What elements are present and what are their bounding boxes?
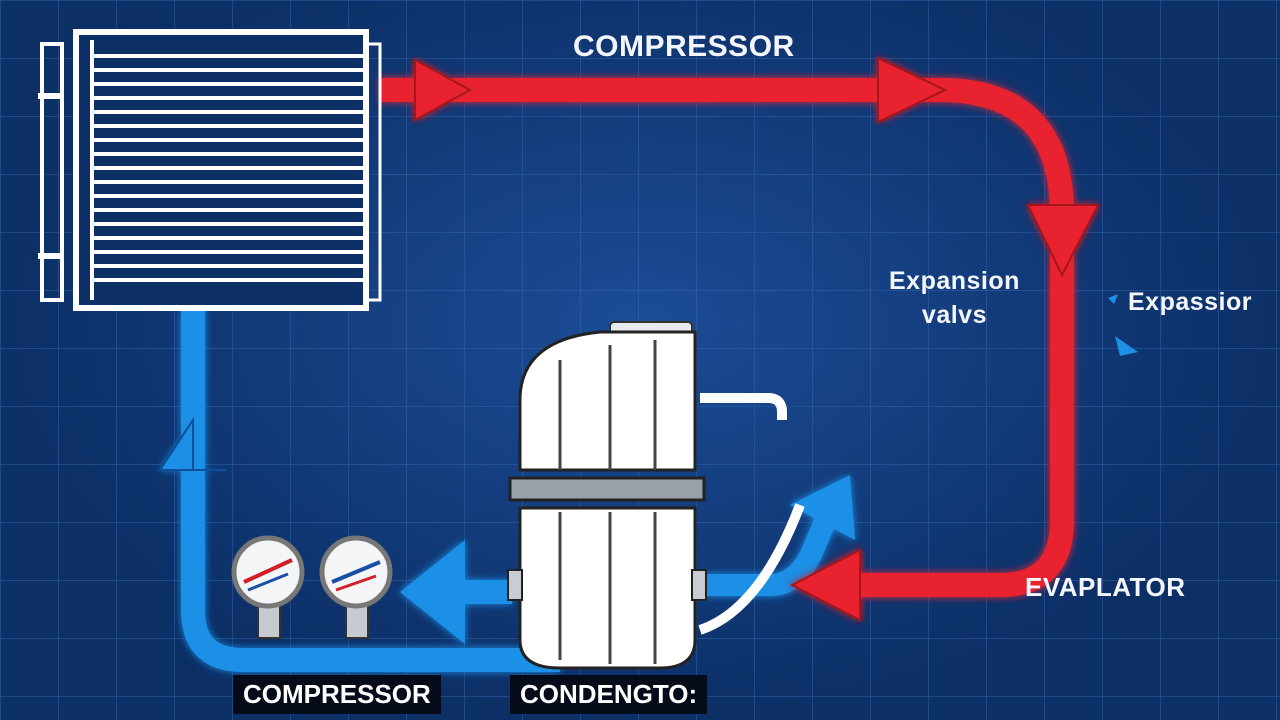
- suction-pipe: [698, 503, 805, 635]
- hot-arrowhead-left: [789, 548, 861, 622]
- compressor-tank-icon: [507, 321, 787, 670]
- label-expansion-right: Expassior: [1128, 288, 1253, 316]
- hot-line: [380, 56, 1100, 622]
- label-expansion-line2: valvs: [921, 301, 987, 329]
- label-box-compressor: COMPRESSOR: [233, 675, 441, 714]
- pressure-gauge-right-icon: [319, 535, 393, 639]
- hot-arrowhead-2: [877, 56, 948, 124]
- hot-arrowhead-1: [414, 58, 473, 122]
- label-top-compressor: COMPRESSOR: [573, 30, 795, 63]
- label-expansion-valve: Expansion valvs: [889, 264, 1020, 332]
- label-expansion-line1: Expansion: [889, 267, 1020, 295]
- marker-small-2: [1115, 336, 1138, 356]
- cold-arrowhead-up: [158, 416, 226, 471]
- condenser-coil-icon: [38, 29, 382, 311]
- pressure-gauge-left-icon: [231, 535, 305, 639]
- label-box-condenser: CONDENGTO:: [510, 675, 708, 714]
- cold-line: [158, 310, 855, 672]
- cold-arrowhead-upright: [790, 475, 855, 540]
- marker-small-1: [1108, 294, 1118, 304]
- label-evaporator: EVAPLATOR: [1025, 572, 1186, 602]
- cold-arrowhead-left: [400, 540, 465, 644]
- hot-arrowhead-down: [1026, 204, 1100, 278]
